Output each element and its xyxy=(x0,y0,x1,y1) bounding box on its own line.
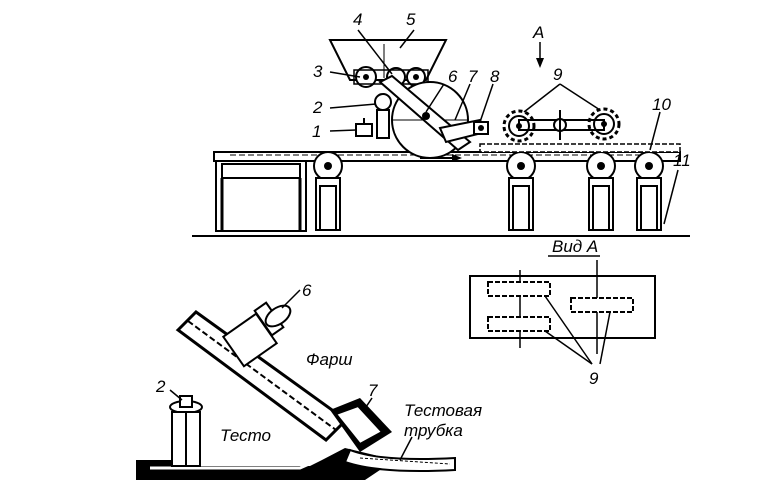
machine-side-view: 4 5 3 2 1 6 7 8 9 10 11 А xyxy=(192,10,691,237)
label-8: 8 xyxy=(490,67,500,86)
roller-support-3 xyxy=(586,151,616,231)
sprocket-linkage xyxy=(518,110,605,140)
view-a-label-9: 9 xyxy=(589,369,599,388)
detail-section-view: 6 2 7 Фарш Тесто Тестовая трубка xyxy=(136,281,482,480)
base-plate xyxy=(136,448,395,480)
label-5: 5 xyxy=(406,10,416,29)
detail-label-7: 7 xyxy=(368,381,378,400)
dough-feeder xyxy=(355,118,373,137)
detail-label-tube-1: Тестовая xyxy=(404,401,482,420)
detail-label-testo: Тесто xyxy=(220,426,271,445)
detail-label-farsh: Фарш xyxy=(306,350,353,369)
label-11: 11 xyxy=(673,151,691,170)
label-10: 10 xyxy=(652,95,671,114)
label-1: 1 xyxy=(312,122,321,141)
cutter xyxy=(473,121,489,135)
detail-dough-tube xyxy=(343,448,456,472)
detail-label-tube-2: трубка xyxy=(404,421,463,440)
detail-label-2: 2 xyxy=(155,377,166,396)
dough-nozzle xyxy=(374,93,392,139)
roller-support-1 xyxy=(313,151,343,231)
label-7: 7 xyxy=(468,67,478,86)
label-view-arrow: А xyxy=(532,23,544,42)
roller-support-4 xyxy=(634,151,664,231)
view-a-panel: Вид А 9 xyxy=(469,237,656,388)
label-9: 9 xyxy=(553,65,563,84)
label-3: 3 xyxy=(313,62,323,81)
detail-label-6: 6 xyxy=(302,281,312,300)
label-4: 4 xyxy=(353,10,362,29)
roller-support-2 xyxy=(506,151,536,231)
dough-pieces xyxy=(479,143,681,153)
view-a-title: Вид А xyxy=(552,237,598,256)
table-frame-left xyxy=(215,160,307,232)
label-2: 2 xyxy=(312,98,323,117)
detail-roller xyxy=(221,301,292,368)
detail-block xyxy=(330,398,392,452)
leader-lines xyxy=(329,29,679,225)
detail-nozzle xyxy=(169,395,203,467)
label-6: 6 xyxy=(448,67,458,86)
view-a-arrow xyxy=(536,42,544,68)
